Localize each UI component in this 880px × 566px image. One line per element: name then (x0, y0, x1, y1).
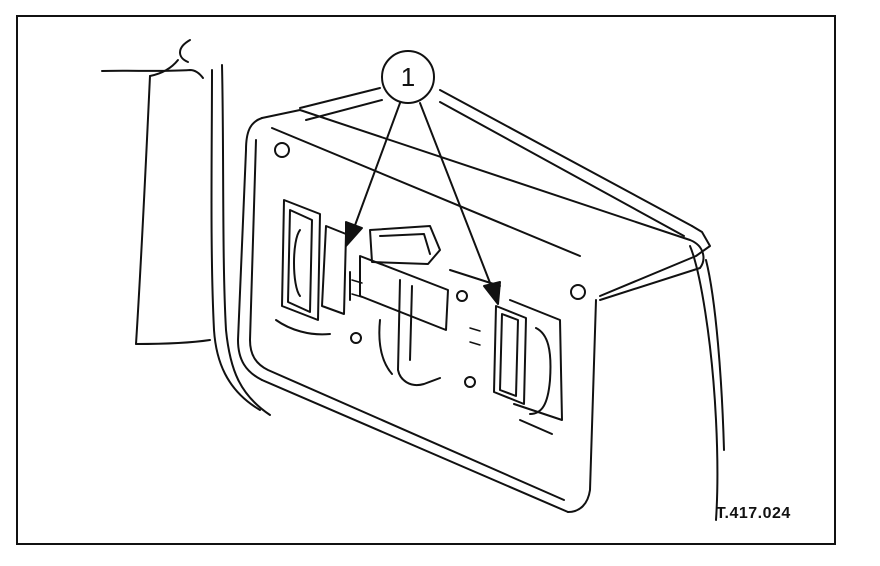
mounting-studs (274, 142, 586, 388)
arrowheads (345, 221, 501, 305)
right-lamp-unit (493, 299, 563, 435)
figure-reference: T.417.024 (716, 505, 791, 522)
callout-leaders (353, 102, 493, 289)
body-panel-outline (101, 39, 271, 416)
plate-markings (351, 279, 481, 346)
callout-number: 1 (400, 62, 416, 92)
diagram-frame (16, 15, 836, 545)
left-lamp-unit (275, 199, 347, 336)
tailgate-edge (299, 87, 725, 521)
callout-circle (381, 50, 435, 104)
